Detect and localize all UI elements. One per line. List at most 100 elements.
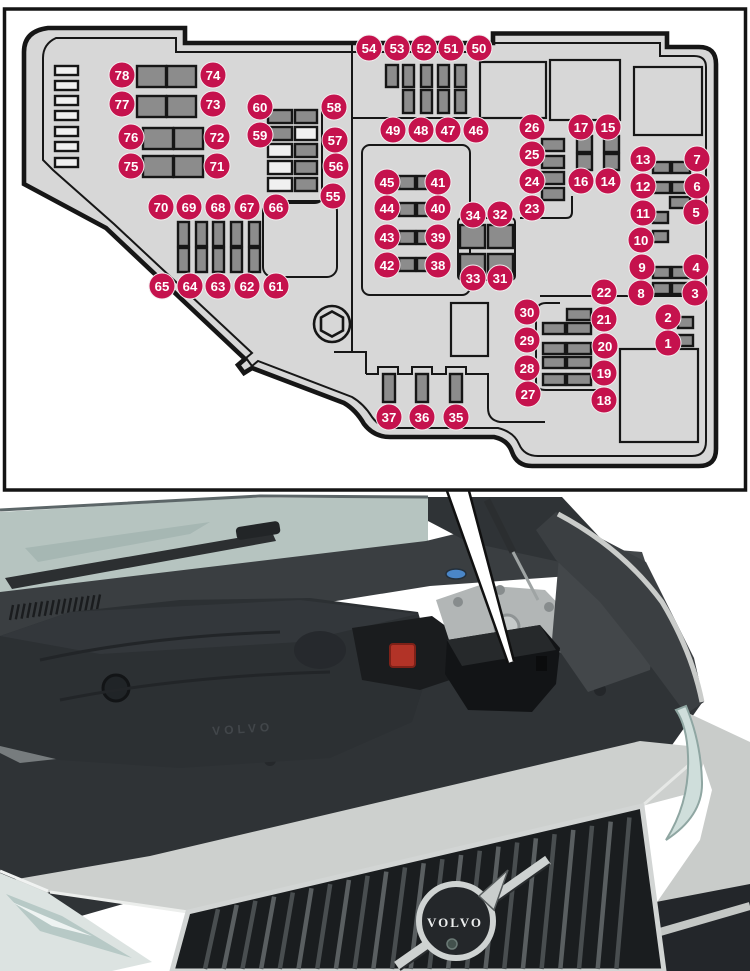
windshield-top-edge [0,494,429,512]
svg-text:37: 37 [382,410,397,425]
fuse-label-32: 32 [486,200,514,228]
svg-text:16: 16 [574,174,589,189]
fuse-label-50: 50 [465,34,493,62]
engine-cover-badge: VOLVO [212,720,274,738]
headlight-left [0,873,152,971]
fuse-label-61: 61 [262,272,290,300]
relay-box [618,347,700,444]
grille-slat [389,867,408,970]
fuse-label-65: 65 [148,272,176,300]
grille-slat [595,821,613,970]
vent-slit [78,596,84,612]
svg-text:78: 78 [115,68,130,83]
fuse-label-6: 6 [683,172,711,200]
fuse-label-78: 78 [108,61,136,89]
fuse-label-30: 30 [513,298,541,326]
svg-text:8: 8 [637,286,644,301]
empty-compartment [262,200,338,278]
svg-text:68: 68 [211,200,226,215]
iron-mark-arrow-icon [477,869,509,912]
grille-slat [501,842,520,970]
vent-slit [61,598,67,614]
svg-text:12: 12 [636,179,651,194]
fuse-slots-61-70 [176,220,262,274]
grille-slat [258,896,277,970]
strut-bolt [544,602,554,612]
svg-text:27: 27 [521,387,536,402]
callout-pointer [445,490,516,664]
vent-slit [90,594,96,611]
connector-pins-35-37 [381,372,464,404]
svg-text:42: 42 [380,258,395,273]
svg-text:23: 23 [525,201,540,216]
left-connector-tabs [53,64,80,169]
fuse-label-47: 47 [434,116,462,144]
svg-text:47: 47 [441,123,456,138]
vent-slit [49,599,55,616]
hood-highlight [49,890,189,914]
fuse-label-46: 46 [462,116,490,144]
vent-slit [55,599,61,615]
grille-slat [221,904,239,970]
svg-text:71: 71 [210,159,225,174]
svg-text:32: 32 [493,207,508,222]
mounting-bolt-icon [312,304,352,344]
fuse-label-5: 5 [682,198,710,226]
svg-text:38: 38 [431,258,446,273]
fuse-label-57: 57 [321,126,349,154]
strut-bolt [453,597,463,607]
fuse-label-67: 67 [233,193,261,221]
grille-slat [296,887,314,970]
grille-slat [539,833,557,970]
fuse-label-4: 4 [682,253,710,281]
vent-slit [37,601,44,617]
svg-text:30: 30 [520,305,535,320]
hood-strut-shaft [511,551,540,601]
fuse-box-clip [536,656,547,671]
fuse-label-72: 72 [203,123,231,151]
svg-text:52: 52 [417,41,432,56]
volvo-emblem-text: VOLVO [427,915,483,930]
svg-text:51: 51 [444,41,459,56]
fuse-label-68: 68 [204,193,232,221]
fuse-label-31: 31 [486,264,514,292]
svg-text:50: 50 [472,41,487,56]
fuse-label-39: 39 [424,223,452,251]
callout-wedge-fill [447,491,514,663]
fuse-label-41: 41 [424,168,452,196]
fuse-label-15: 15 [594,113,622,141]
fuse-label-27: 27 [514,380,542,408]
fuse-label-60: 60 [246,93,274,121]
fuse-label-36: 36 [408,403,436,431]
svg-text:28: 28 [520,361,535,376]
connector-compartment-edge [366,366,545,423]
svg-text:1: 1 [664,336,671,351]
svg-text:18: 18 [597,393,612,408]
vent-slit [14,604,20,620]
svg-text:36: 36 [415,410,430,425]
fuse-label-12: 12 [629,172,657,200]
fuse-label-29: 29 [513,326,541,354]
fuse-slots-50-54 [384,63,468,115]
fuse-box-inner-outline [42,37,707,457]
svg-text:65: 65 [155,279,170,294]
svg-text:69: 69 [182,200,197,215]
svg-text:73: 73 [206,97,221,112]
emblem-ring [416,881,496,961]
svg-text:35: 35 [449,410,464,425]
vent-slit [32,601,38,618]
fuse-label-54: 54 [355,34,383,62]
grille-slat [352,875,370,970]
svg-text:20: 20 [598,339,613,354]
vent-slit [20,603,26,619]
vent-slit [84,595,90,612]
svg-text:55: 55 [326,189,341,204]
svg-text:44: 44 [380,201,395,216]
svg-text:53: 53 [390,41,405,56]
svg-text:60: 60 [253,100,268,115]
svg-text:59: 59 [253,128,268,143]
grille-slat [520,838,539,970]
svg-text:9: 9 [638,260,645,275]
headlight-right [665,704,704,841]
